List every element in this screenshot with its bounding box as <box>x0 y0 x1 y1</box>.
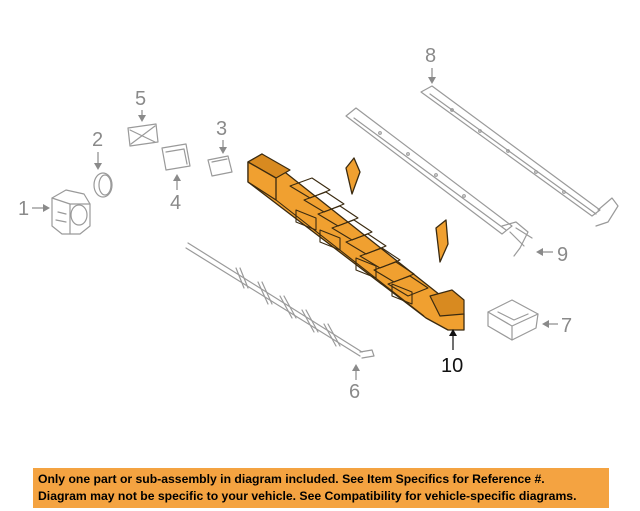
callout-2-arrowhead <box>94 163 102 170</box>
callout-5-arrowhead <box>138 115 146 122</box>
callout-5: 5 <box>135 88 146 110</box>
disclaimer-line-1: Only one part or sub-assembly in diagram… <box>38 472 545 486</box>
part-6-harness <box>185 242 375 359</box>
callout-6-arrowhead <box>352 364 360 371</box>
callout-8-arrowhead <box>428 77 436 84</box>
part-7-module <box>487 299 539 341</box>
callout-7-arrowhead <box>542 320 549 328</box>
callout-6: 6 <box>349 381 360 403</box>
part-2-ring <box>93 172 113 198</box>
callout-3-arrowhead <box>219 147 227 154</box>
callout-2: 2 <box>92 129 103 151</box>
callout-1: 1 <box>18 198 29 220</box>
callout-7: 7 <box>561 315 572 337</box>
part-9-strip <box>345 107 533 257</box>
callout-10-arrowhead <box>449 329 457 336</box>
callout-9: 9 <box>557 244 568 266</box>
callout-4: 4 <box>170 192 181 214</box>
part-5-pad <box>127 123 159 147</box>
disclaimer-banner: Only one part or sub-assembly in diagram… <box>33 468 609 508</box>
part-1-sensor <box>51 189 91 235</box>
part-4-bracket <box>161 143 191 171</box>
part-8-strip <box>420 85 619 227</box>
part-10-bracket-highlight <box>247 153 465 331</box>
callout-3: 3 <box>216 118 227 140</box>
callout-4-arrowhead <box>173 174 181 181</box>
disclaimer-line-2: Diagram may not be specific to your vehi… <box>38 489 577 503</box>
callout-1-arrowhead <box>43 204 50 212</box>
callout-10: 10 <box>441 355 463 377</box>
part-3-block <box>207 155 233 177</box>
callout-8: 8 <box>425 45 436 67</box>
callout-9-arrowhead <box>536 248 543 256</box>
